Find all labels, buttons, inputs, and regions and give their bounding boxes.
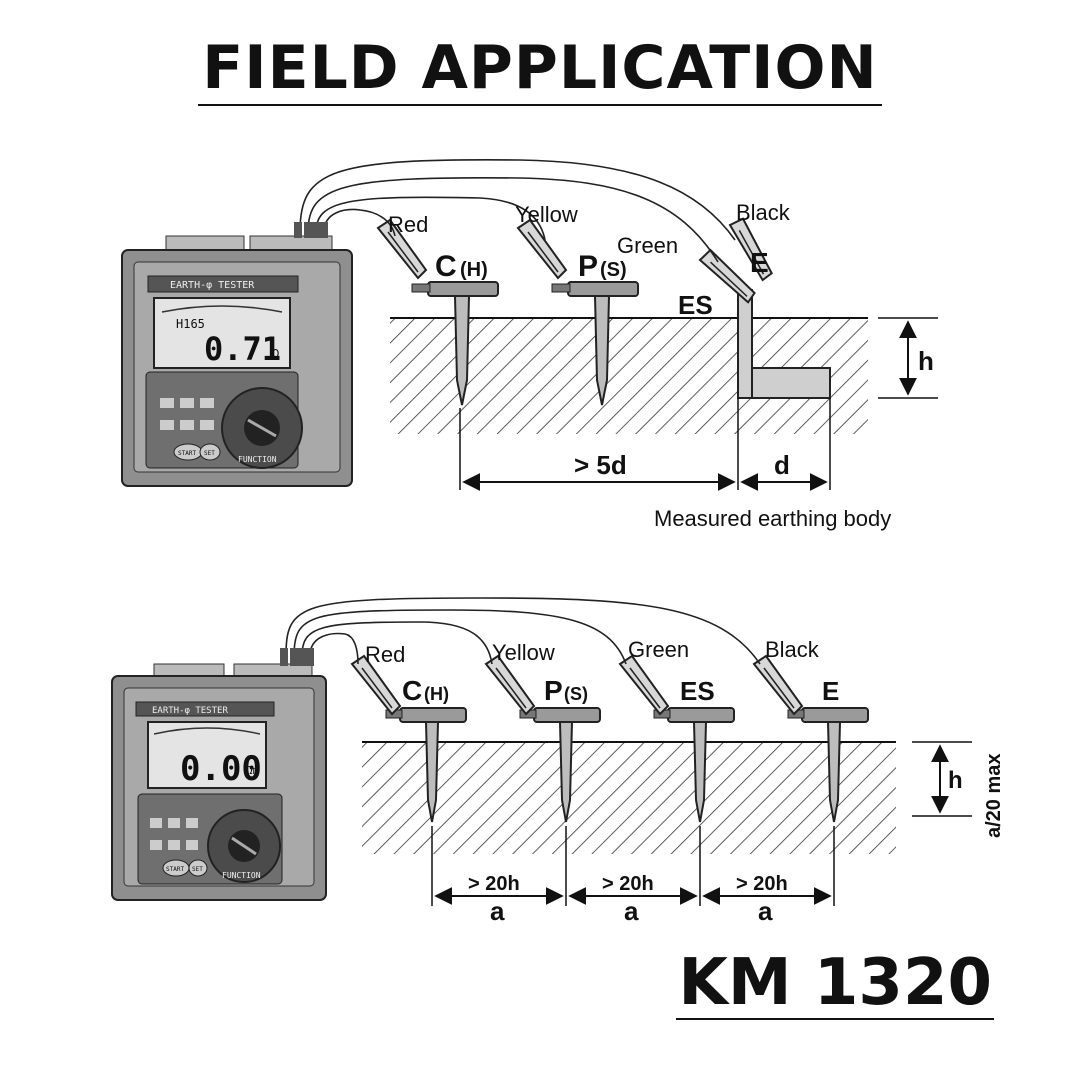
terminal-p-1: P [578,250,598,283]
yellow-label-2: Yellow [492,640,555,665]
electrode-p-2 [519,707,601,823]
earthing-body [737,367,831,399]
electrode-es-2 [653,707,735,823]
a-label-1: a [490,896,505,926]
device-unit-1: Ω [272,347,279,361]
depth-label-1: h [918,346,934,376]
device-start-1: START [178,450,196,457]
terminal-es-2: ES [680,676,715,706]
earth-tester-device-2: EARTH-φ TESTER 0.00 Ωm FUNCTION START SE… [111,648,327,901]
green-label-2: Green [628,637,689,662]
model-number: KM 1320 [676,946,994,1020]
device-brand-1: EARTH-φ TESTER [170,280,255,291]
diagram-1: Red Yellow Green Black C (H) P (S) E ES … [121,158,938,531]
device-knob-label-1: FUNCTION [238,455,277,464]
depth-label-2: h [948,767,963,794]
terminal-p-2: P [544,675,563,706]
red-label-1: Red [388,212,428,237]
electrode-p [551,281,639,406]
spacing-label-1: > 5d [574,450,627,480]
page-title: FIELD APPLICATION [0,36,1080,106]
black-clip-2 [753,655,803,715]
cables-2 [285,597,761,665]
red-label-2: Red [365,642,405,667]
device-mode-1: H165 [176,317,205,331]
device-reading-1: 0.71 [204,330,281,368]
green-label-1: Green [617,233,678,258]
depth-limit-label: a/20 max [983,753,1005,838]
a-label-3: a [758,896,773,926]
terminal-c-sub-2: (H) [424,684,449,704]
terminal-c-1: C [435,250,457,283]
body-width-label: d [774,450,790,480]
electrode-c [411,281,499,406]
device-set-2: SET [192,866,203,873]
terminal-es-1: ES [678,290,713,320]
terminal-e-1: E [750,247,769,278]
earth-tester-device-1: EARTH-φ TESTER H165 0.71 Ω FUNCTION STAR… [121,222,353,487]
terminal-c-2: C [402,675,422,706]
a-label-2: a [624,896,639,926]
green-clip-2 [619,655,669,715]
yellow-label-1: Yellow [515,202,578,227]
black-label-1: Black [736,200,791,225]
spacing-label-2c: > 20h [736,873,788,895]
spacing-label-2b: > 20h [602,873,654,895]
device-unit-2: Ωm [246,764,260,777]
ground-section-2 [362,742,896,854]
earthing-body-caption: Measured earthing body [654,506,891,531]
device-set-1: SET [204,450,215,457]
terminal-p-sub-2: (S) [564,684,588,704]
device-reading-2: 0.00 [180,749,262,789]
device-knob-label-2: FUNCTION [222,871,261,880]
terminal-p-sub-1: (S) [600,259,627,281]
device-start-2: START [166,866,184,873]
electrode-e-2 [787,707,869,823]
terminal-c-sub-1: (H) [460,259,488,281]
spacing-label-2a: > 20h [468,873,520,895]
terminal-e-2: E [822,676,839,706]
electrode-c-2 [385,707,467,823]
diagram-2: Red Yellow Green Black C (H) P (S) ES E … [111,597,1005,926]
device-brand-2: EARTH-φ TESTER [152,706,228,716]
cables-1 [299,158,736,263]
black-label-2: Black [765,637,820,662]
